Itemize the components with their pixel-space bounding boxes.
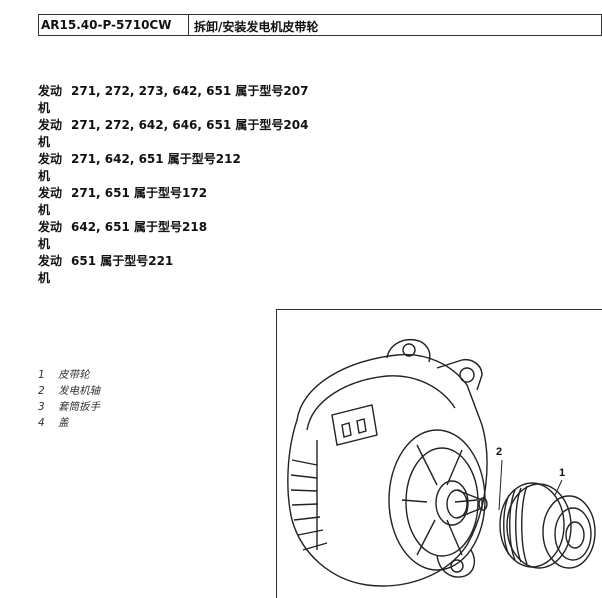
engine-row: 发动机 642, 651 属于型号218 bbox=[38, 219, 318, 253]
legend-item: 1 皮带轮 bbox=[38, 367, 100, 383]
engine-value: 651 属于型号221 bbox=[71, 254, 174, 268]
engine-value: 642, 651 属于型号218 bbox=[71, 220, 208, 234]
legend-item: 2 发电机轴 bbox=[38, 383, 100, 399]
document-code: AR15.40-P-5710CW bbox=[39, 15, 189, 35]
engine-label: 发动机 bbox=[38, 152, 63, 183]
engine-label: 发动机 bbox=[38, 84, 63, 115]
document-header: AR15.40-P-5710CW 拆卸/安装发电机皮带轮 bbox=[38, 14, 602, 36]
engine-label: 发动机 bbox=[38, 118, 63, 149]
legend-text: 套筒扳手 bbox=[58, 401, 100, 413]
legend-text: 盖 bbox=[58, 417, 69, 429]
engine-row: 发动机 651 属于型号221 bbox=[38, 253, 318, 287]
legend-number: 1 bbox=[38, 369, 45, 381]
legend-number: 4 bbox=[38, 417, 45, 429]
engine-row: 发动机 271, 642, 651 属于型号212 bbox=[38, 151, 318, 185]
legend-number: 3 bbox=[38, 401, 45, 413]
legend-text: 皮带轮 bbox=[58, 369, 90, 381]
alternator-illustration: 2 1 bbox=[276, 309, 602, 598]
engine-row: 发动机 271, 272, 273, 642, 651 属于型号207 bbox=[38, 83, 318, 117]
engine-row: 发动机 271, 272, 642, 646, 651 属于型号204 bbox=[38, 117, 318, 151]
engine-applicability-list: 发动机 271, 272, 273, 642, 651 属于型号207 发动机 … bbox=[38, 83, 318, 287]
engine-value: 271, 272, 273, 642, 651 属于型号207 bbox=[71, 84, 309, 98]
engine-row: 发动机 271, 651 属于型号172 bbox=[38, 185, 318, 219]
engine-value: 271, 272, 642, 646, 651 属于型号204 bbox=[71, 118, 309, 132]
engine-value: 271, 642, 651 属于型号212 bbox=[71, 152, 241, 166]
callout-label: 2 bbox=[496, 446, 503, 458]
engine-label: 发动机 bbox=[38, 220, 63, 251]
legend-item: 3 套筒扳手 bbox=[38, 399, 100, 415]
document-title: 拆卸/安装发电机皮带轮 bbox=[194, 20, 319, 34]
callout-label: 1 bbox=[559, 467, 566, 479]
engine-value: 271, 651 属于型号172 bbox=[71, 186, 208, 200]
legend-number: 2 bbox=[38, 385, 45, 397]
engine-label: 发动机 bbox=[38, 186, 63, 217]
engine-label: 发动机 bbox=[38, 254, 63, 285]
alternator-drawing bbox=[287, 338, 596, 587]
legend-text: 发电机轴 bbox=[58, 385, 100, 397]
